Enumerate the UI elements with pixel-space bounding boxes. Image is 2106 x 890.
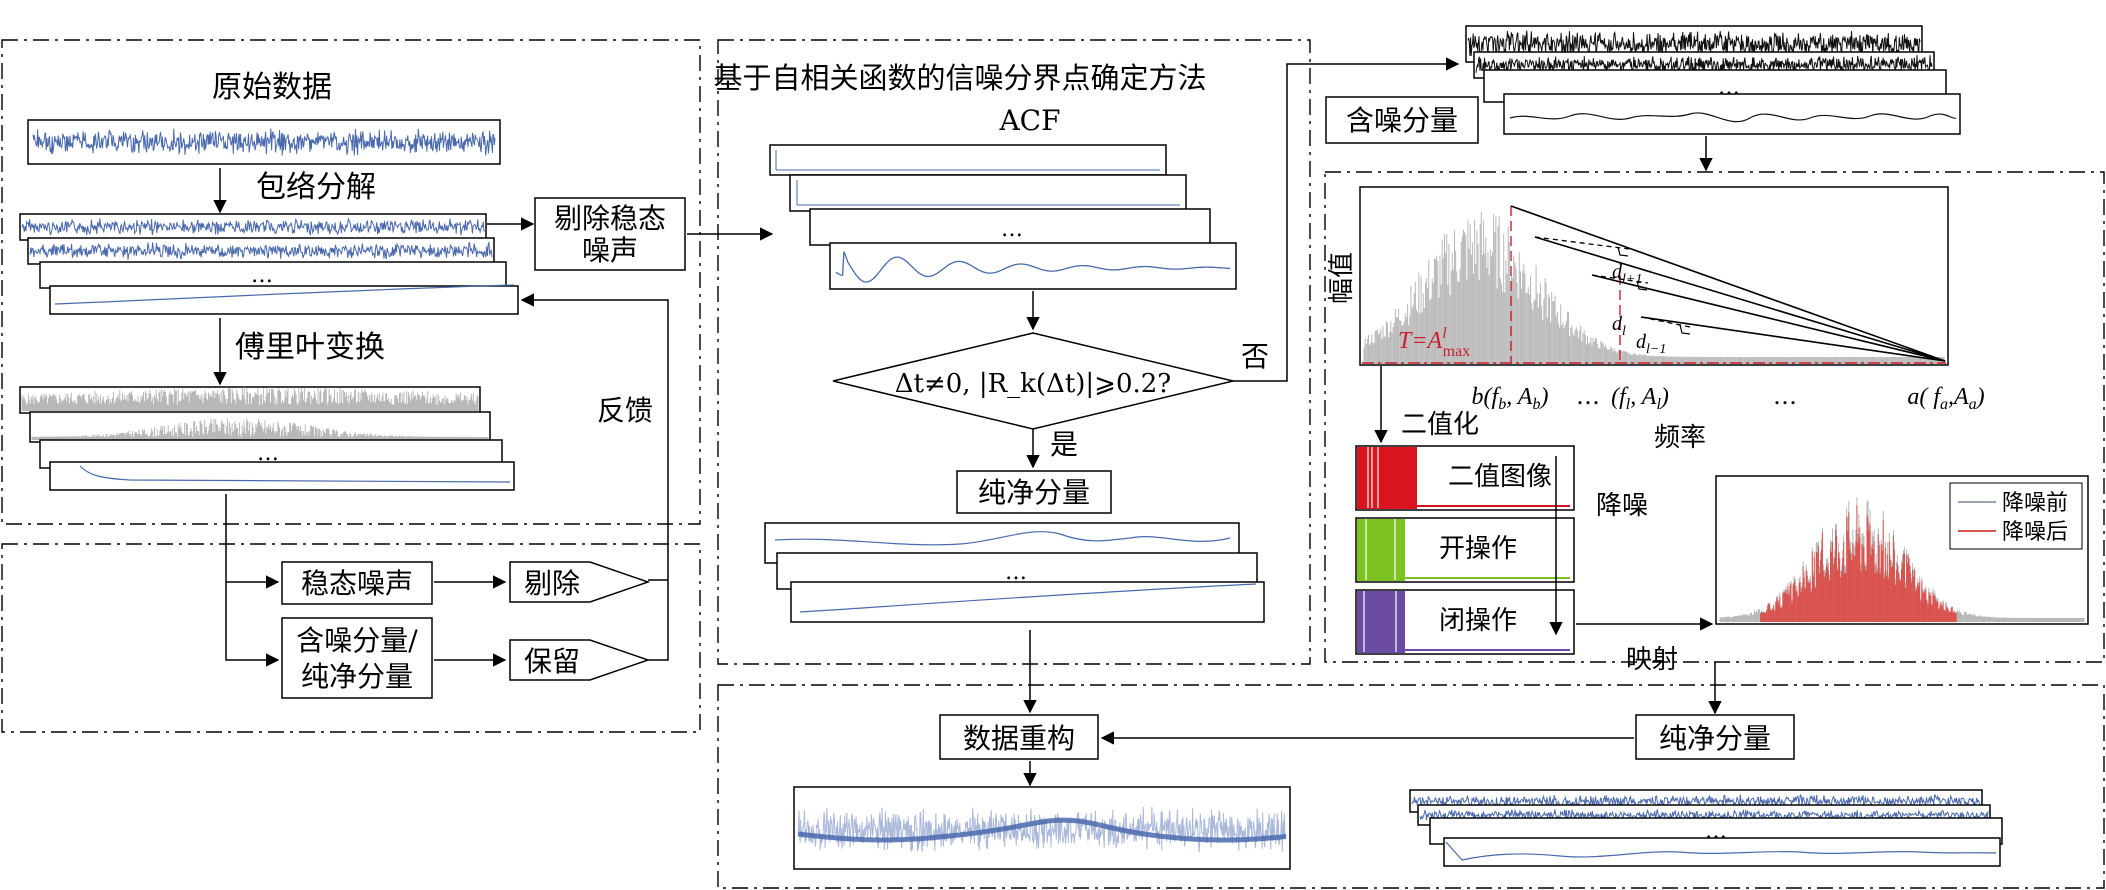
noisy-component-label: 含噪分量 [1346, 104, 1458, 137]
acf-label: ACF [998, 104, 1060, 137]
keep-tag [509, 639, 651, 681]
noisy-components-stack: … [1465, 25, 1961, 135]
clean-component-label: 纯净分量 [978, 476, 1090, 509]
noisy-clean-line2: 纯净分量 [301, 660, 413, 693]
mapping-label: 映射 [1626, 645, 1678, 675]
remove-label: 剔除 [524, 567, 580, 600]
axis-dots-2: … [1773, 382, 1797, 410]
clean-bottom-stack: … [1409, 789, 2003, 867]
envelope-components-stack: … [19, 213, 519, 315]
envelope-decomp-label: 包络分解 [256, 170, 376, 205]
distance-lines [1510, 205, 1946, 362]
feedback-arrow [520, 293, 669, 661]
svg-text:…: … [257, 441, 279, 466]
denoise-label: 降噪 [1596, 491, 1648, 521]
binarize-label: 二值化 [1401, 410, 1479, 440]
clean-component-bottom-label: 纯净分量 [1659, 722, 1771, 755]
raw-data-label: 原始数据 [212, 70, 332, 105]
point-l-label: (fl, Al) [1611, 384, 1669, 413]
fourier-label: 傅里叶变换 [235, 330, 385, 365]
svg-text:…: … [251, 263, 273, 288]
perpendicular-lines [1534, 236, 1691, 328]
point-b-label: b(fb, Ab) [1472, 384, 1549, 413]
amplitude-label: 幅值 [1327, 252, 1357, 304]
frequency-label: 频率 [1654, 423, 1706, 453]
svg-text:…: … [1001, 217, 1023, 242]
acf-curves-stack: … [769, 144, 1237, 290]
noisy-clean-line1: 含噪分量/ [296, 624, 418, 657]
acf-method-region [717, 39, 1311, 665]
close-operation-label: 闭操作 [1439, 606, 1517, 636]
axis-dots-1: … [1576, 382, 1600, 410]
left-lower-region [1, 543, 701, 733]
steady-noise-box [281, 561, 433, 605]
arrow-to-noisy-clean [225, 494, 280, 667]
steady-noise-label: 稳态噪声 [301, 567, 413, 600]
remove-tag [509, 561, 651, 603]
left-upper-region [1, 39, 701, 525]
binary-image-label: 二值图像 [1448, 462, 1552, 492]
fourier-spectra-stack: … [19, 386, 515, 491]
legend-after-label: 降噪后 [2002, 520, 2068, 545]
noisy-clean-box [281, 617, 433, 699]
no-label: 否 [1241, 340, 1269, 373]
svg-text:…: … [1005, 560, 1027, 585]
clean-components-stack: … [764, 522, 1265, 623]
result-after-bars [1760, 505, 1957, 622]
clean-component-bottom-box [1635, 714, 1795, 760]
raw-signal-trace [32, 128, 496, 156]
keep-label: 保留 [524, 645, 580, 678]
result-legend [1949, 482, 2083, 550]
method-title: 基于自相关函数的信噪分界点确定方法 [713, 61, 1206, 95]
clean-component-box [956, 470, 1112, 514]
remove-steady-line2: 噪声 [582, 234, 638, 267]
reconstruct-label: 数据重构 [963, 722, 1075, 755]
feedback-label: 反馈 [597, 394, 653, 427]
spectrum-bars [1363, 211, 1945, 363]
legend-before-label: 降噪前 [2002, 491, 2068, 516]
yes-label: 是 [1050, 428, 1078, 461]
decision-condition: Δt≠0, |R_k(Δt)|⩾0.2? [895, 369, 1172, 399]
reconstructed-trend [797, 817, 1287, 843]
no-branch-arrow [1233, 57, 1460, 382]
remove-steady-noise-box [534, 197, 686, 271]
reconstruct-region [717, 684, 2105, 889]
remove-steady-line1: 剔除稳态 [554, 202, 666, 235]
point-a-label: a( fa,Aa) [1907, 384, 1984, 413]
reconstruct-box [939, 714, 1099, 760]
open-operation-label: 开操作 [1439, 534, 1517, 564]
noisy-component-box [1325, 96, 1479, 144]
right-angle-marks [1617, 246, 1691, 335]
